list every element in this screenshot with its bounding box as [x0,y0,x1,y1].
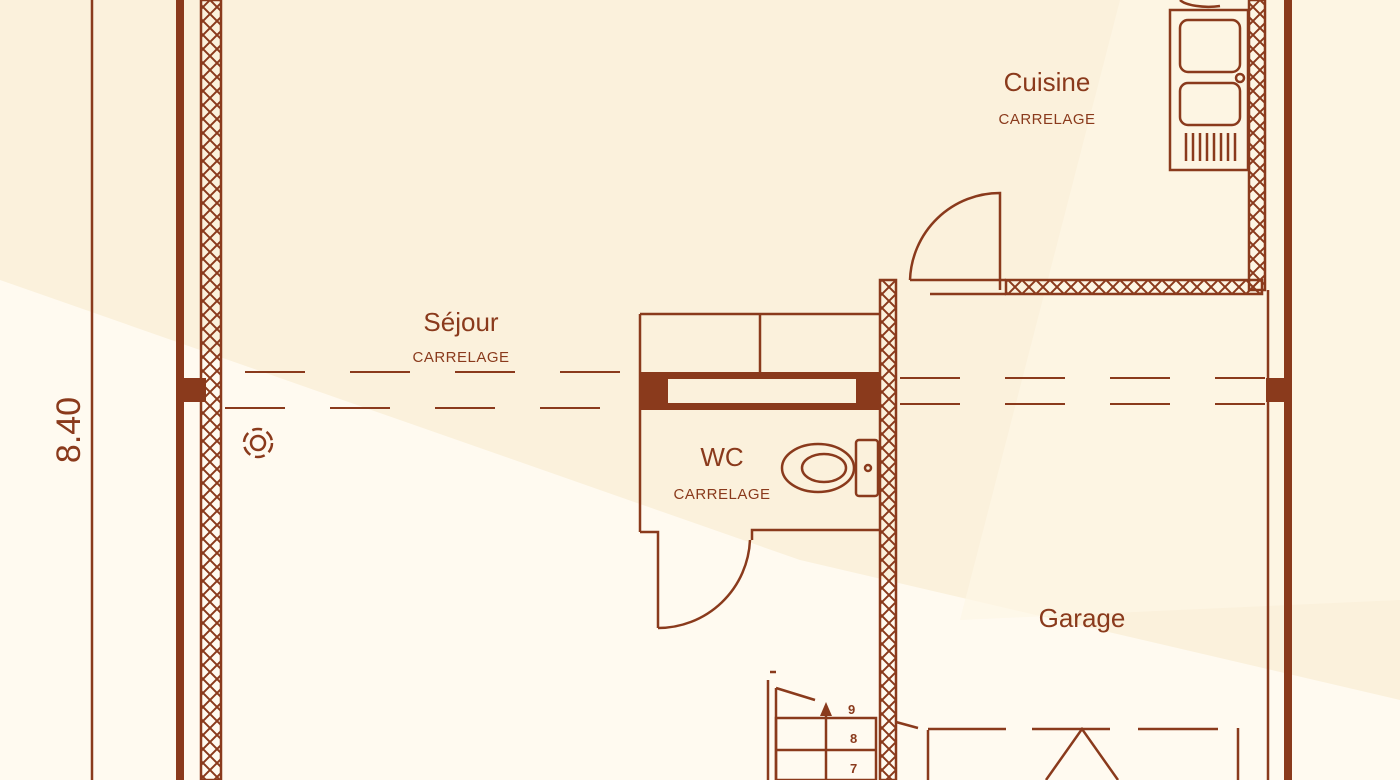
detector-icon [242,427,274,459]
room-name-cuisine: Cuisine [1004,67,1091,97]
room-floor-wc: CARRELAGE [673,486,770,503]
room-name-wc: WC [700,442,743,472]
wc-door [657,539,752,630]
wall-kitchen-right [1247,0,1267,292]
dimension-label: 8.40 [50,397,88,463]
stairs: 9 8 7 [766,670,919,780]
toilet-icon [780,438,880,498]
room-floor-cuisine: CARRELAGE [998,111,1095,128]
wall-garage-top [1004,278,1264,296]
light-area [0,280,1400,780]
kitchen-sink [1168,0,1250,172]
wall-garage-left [878,278,898,780]
room-name-sejour: Séjour [423,307,498,337]
garage-door [926,726,1240,780]
wall-post-right [1266,378,1290,402]
room-floor-sejour: CARRELAGE [412,349,509,366]
room-name-garage: Garage [1039,603,1126,633]
step-9: 9 [848,702,855,717]
step-7: 7 [850,761,857,776]
wall-post-left [178,378,206,402]
kitchen-door [908,191,1002,290]
wc-room-walls [638,312,880,630]
step-8: 8 [850,731,857,746]
